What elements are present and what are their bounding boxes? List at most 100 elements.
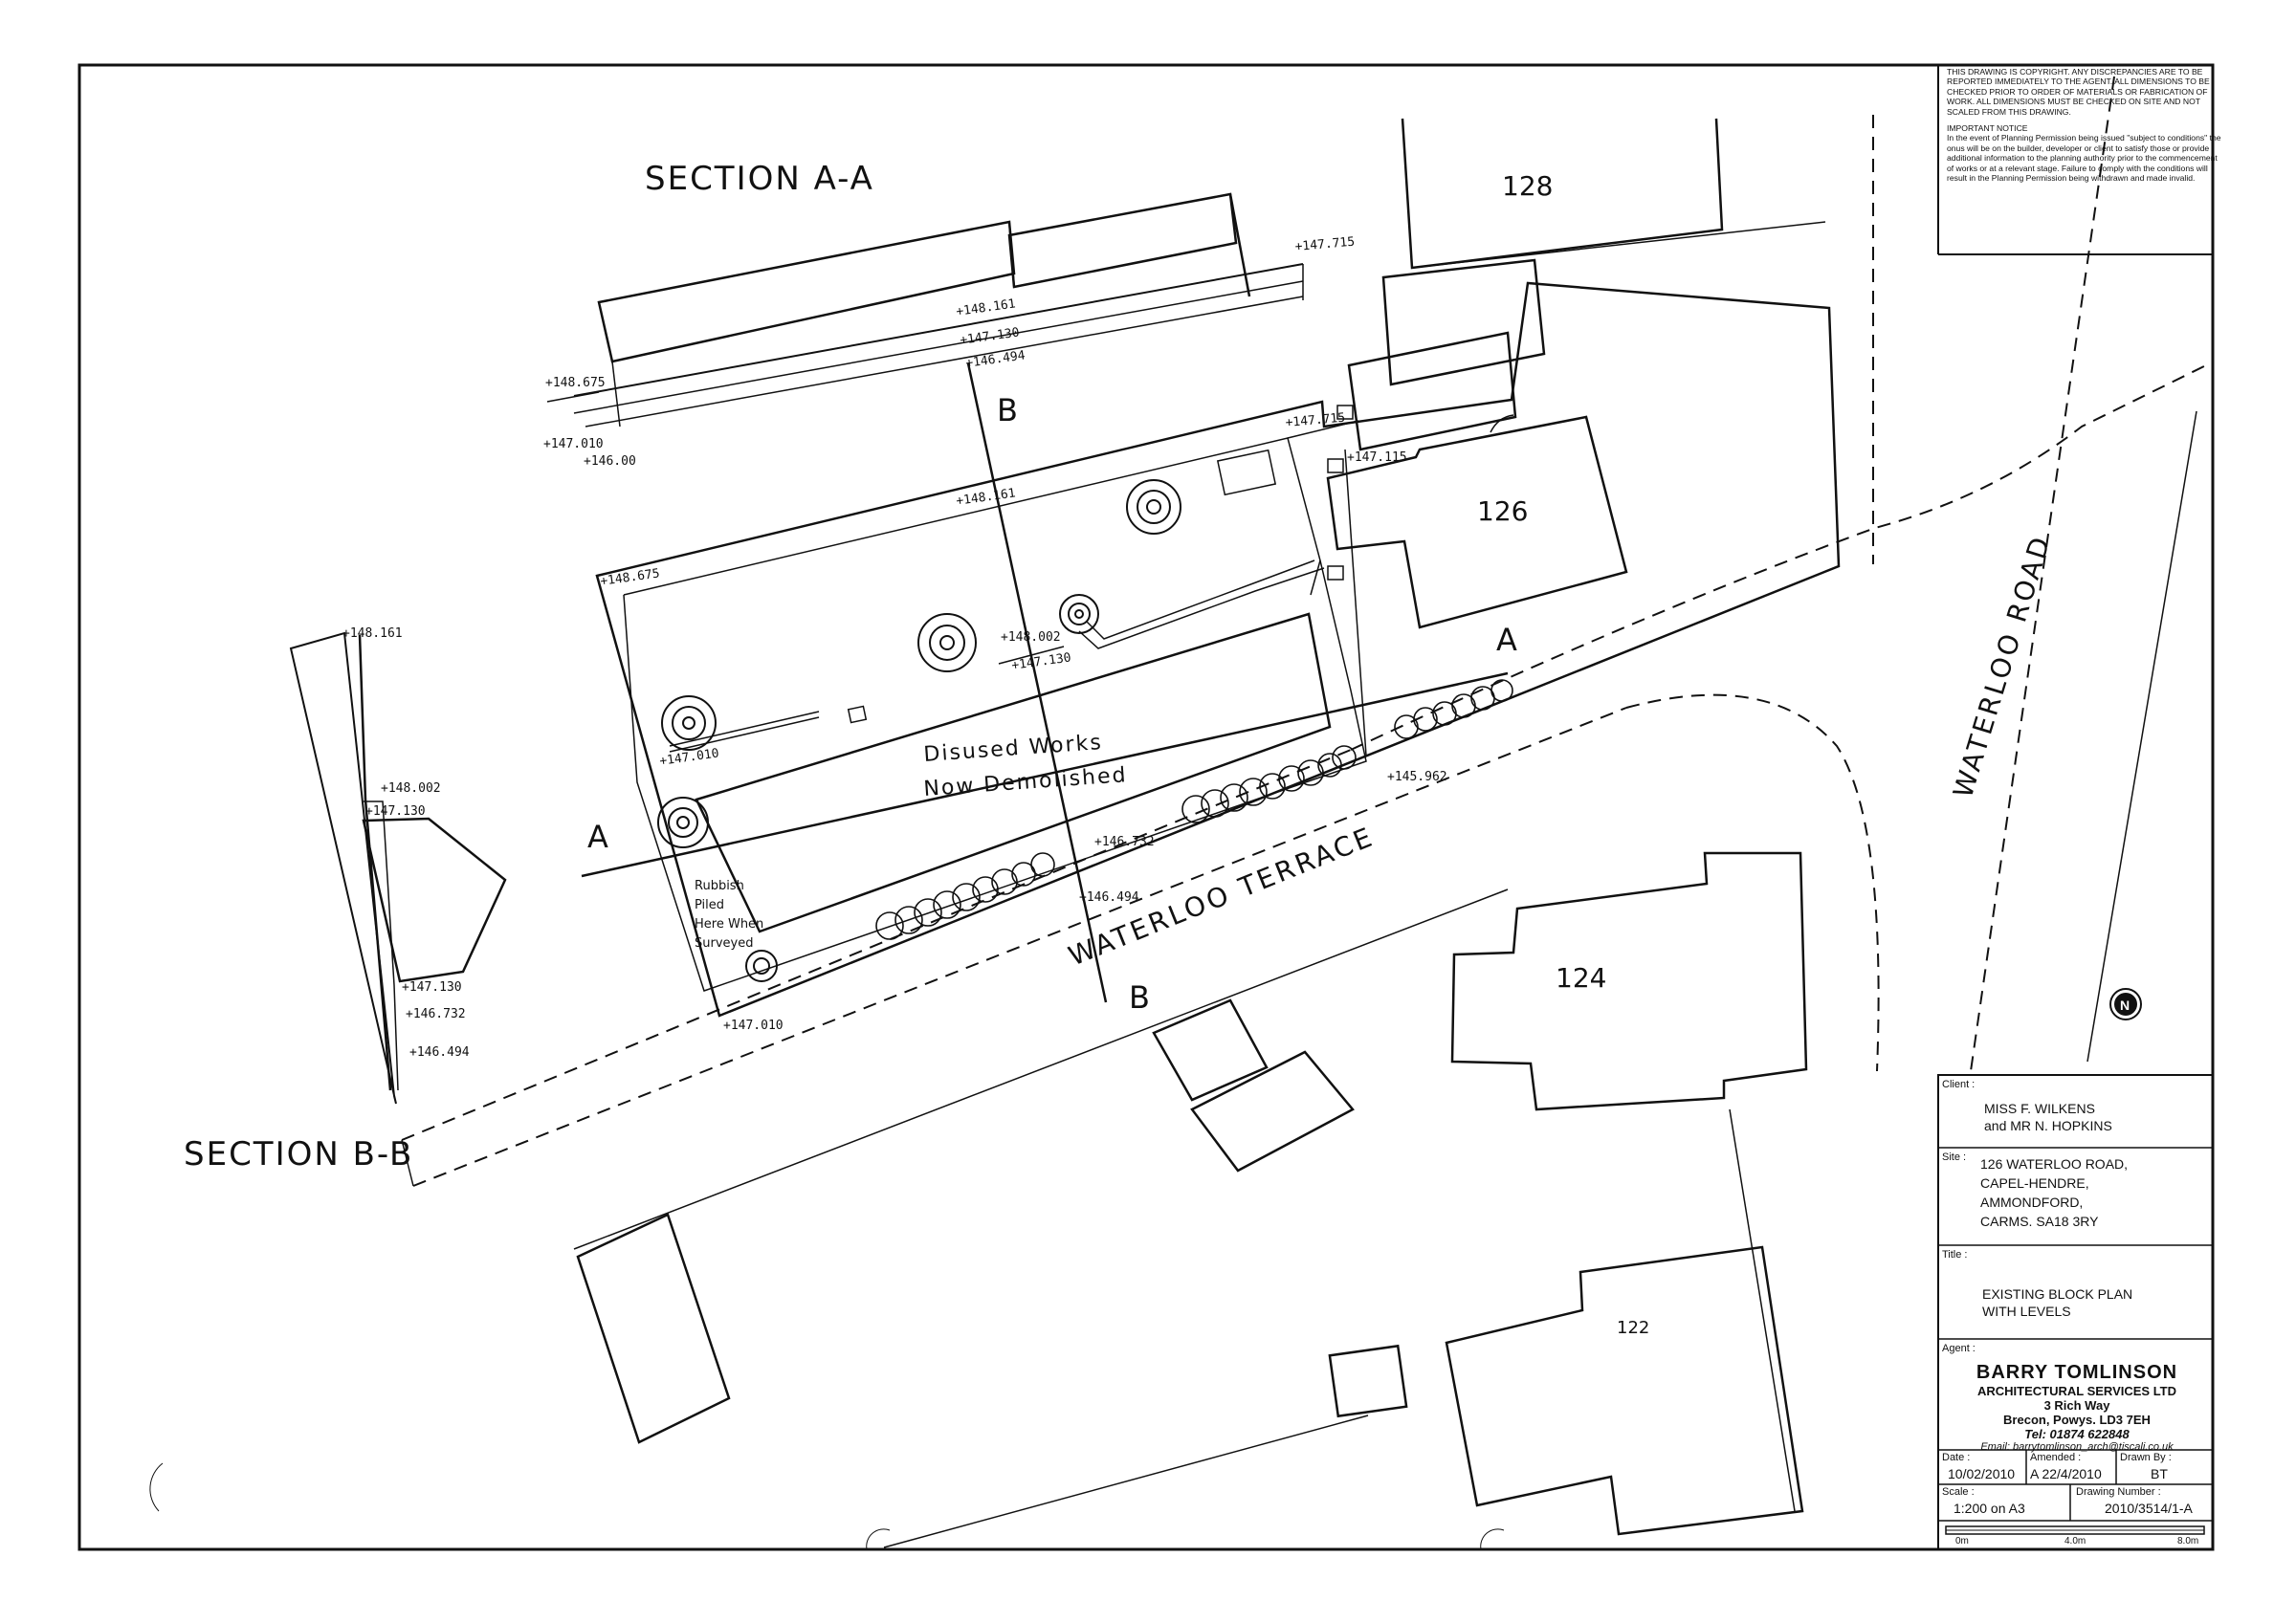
- plot-128-label: 128: [1502, 170, 1553, 202]
- section-b-b-label: SECTION B-B: [184, 1135, 413, 1173]
- site-boundary: [595, 281, 1841, 1018]
- client-line-2: and MR N. HOPKINS: [1984, 1118, 2112, 1133]
- plot-126-label: 126: [1477, 495, 1528, 527]
- section-line-a-a: [581, 671, 1509, 878]
- outbuilding-lower-left: [576, 1213, 731, 1444]
- amended-value: A 22/4/2010: [2030, 1466, 2102, 1481]
- section-a-a: SECTION A-A: [546, 160, 1304, 428]
- marker-b-top: B: [997, 392, 1018, 428]
- agent-name: BARRY TOMLINSON: [1976, 1362, 2178, 1383]
- waterloo-road-edge-west: [1625, 693, 1880, 1072]
- section-a-a-label: SECTION A-A: [645, 160, 874, 198]
- marker-a-left: A: [587, 819, 608, 855]
- section-line-b-b: [966, 362, 1108, 1003]
- level-148161-plan: +148.161: [955, 486, 1016, 509]
- level-148675-sec: +148.675: [545, 376, 606, 390]
- copyright-text: This drawing is copyright. Any discrepan…: [1947, 67, 2210, 117]
- level-147130-sec: +147.130: [959, 325, 1020, 348]
- north-arrow-letter: N: [2120, 998, 2130, 1013]
- drawing-border: [77, 63, 2215, 1551]
- waterloo-terrace-edge-upper: [401, 749, 1352, 1141]
- copyright-notice: This drawing is copyright. Any discrepan…: [1947, 67, 2224, 189]
- level-146494-plan: +146.494: [1079, 890, 1139, 905]
- waterloo-terrace-edge-lower: [412, 707, 1627, 1187]
- note-rubbish-4: Surveyed: [695, 936, 753, 951]
- building-122: [1445, 1245, 1804, 1536]
- drawing-number-label: Drawing Number :: [2076, 1486, 2161, 1498]
- trees: [657, 479, 1181, 982]
- title-line-2: WITH LEVELS: [1982, 1304, 2071, 1319]
- level-147715-mid: +147.715: [1285, 411, 1346, 430]
- important-notice-heading: IMPORTANT NOTICE: [1947, 123, 2028, 134]
- client-line-1: MISS F. WILKENS: [1984, 1101, 2095, 1116]
- important-notice-text: In the event of Planning Permission bein…: [1947, 133, 2221, 184]
- level-145962: +145.962: [1387, 770, 1447, 784]
- agent-block: BARRY TOMLINSON ARCHITECTURAL SERVICES L…: [1934, 1349, 2219, 1453]
- level-147715-top: +147.715: [1294, 235, 1356, 254]
- level-148161-sec: +148.161: [955, 296, 1016, 319]
- tree-3: [1059, 594, 1099, 634]
- site-line-2: CAPEL-HENDRE,: [1980, 1175, 2089, 1191]
- site-line-3: AMMONDFORD,: [1980, 1195, 2084, 1210]
- plot-122-label: 122: [1617, 1318, 1649, 1338]
- level-147010-bottom: +147.010: [723, 1019, 784, 1033]
- bb-level-148161: +148.161: [342, 626, 403, 641]
- date-value: 10/02/2010: [1948, 1466, 2016, 1481]
- section-b-b: SECTION B-B +148.161 +148.002 +147.130 +…: [184, 626, 507, 1173]
- tree-5: [657, 797, 709, 848]
- building-124: [1450, 851, 1808, 1111]
- north-arrow: N: [2109, 988, 2142, 1020]
- note-rubbish-3: Here When: [695, 917, 763, 932]
- scalebar-label-8: 8.0m: [2177, 1536, 2199, 1546]
- amended-label: Amended :: [2030, 1452, 2082, 1463]
- date-label: Date :: [1942, 1452, 1971, 1463]
- scale-value: 1:200 on A3: [1954, 1501, 2025, 1516]
- level-148675-plan: +148.675: [599, 566, 660, 589]
- note-rubbish-2: Piled: [695, 898, 724, 912]
- site-label: Site :: [1942, 1151, 1967, 1163]
- level-148002-plan: +148.002: [1001, 630, 1061, 645]
- drawn-by-label: Drawn By :: [2120, 1452, 2172, 1463]
- site-line-1: 126 WATERLOO ROAD,: [1980, 1156, 2129, 1172]
- bb-level-147130-top: +147.130: [365, 804, 426, 819]
- agent-email: Email: barrytomlinson_arch@tiscali.co.uk: [1980, 1441, 2174, 1453]
- waterloo-road-label: WATERLOO ROAD: [1947, 531, 2057, 801]
- tree-6: [745, 950, 778, 982]
- bb-level-146732: +146.732: [406, 1007, 466, 1021]
- title-block-frame: [1937, 65, 2214, 1550]
- agent-tel: Tel: 01874 622848: [2024, 1427, 2130, 1441]
- level-147010-sec: +147.010: [543, 437, 604, 451]
- plot-124-label: 124: [1556, 962, 1606, 994]
- tree-1: [1126, 479, 1181, 535]
- level-146494-sec: +146.494: [964, 348, 1026, 371]
- level-147115: +147.115: [1347, 450, 1407, 465]
- title-line-1: EXISTING BLOCK PLAN: [1982, 1286, 2133, 1302]
- agent-company: ARCHITECTURAL SERVICES LTD: [1976, 1384, 2176, 1398]
- scalebar-label-4: 4.0m: [2064, 1536, 2086, 1546]
- bb-level-146494: +146.494: [409, 1045, 470, 1060]
- building-128: [1401, 118, 1724, 270]
- agent-address-1: 3 Rich Way: [2043, 1398, 2110, 1413]
- site-line-4: CARMS. SA18 3RY: [1980, 1214, 2099, 1229]
- note-disused-works-1: Disused Works: [923, 731, 1104, 767]
- tree-2: [917, 613, 977, 672]
- north-arrow-circle: [2109, 988, 2142, 1020]
- level-147130-plan: +147.130: [1010, 650, 1071, 673]
- drawn-by-value: BT: [2151, 1466, 2168, 1481]
- disused-works-outline: [695, 612, 1332, 933]
- client-label: Client :: [1942, 1079, 1976, 1090]
- note-disused-works-2: Now Demolished: [923, 763, 1129, 801]
- note-rubbish-1: Rubbish: [695, 879, 744, 893]
- title-label: Title :: [1942, 1249, 1968, 1261]
- scale-label: Scale :: [1942, 1486, 1975, 1498]
- bb-level-148002: +148.002: [381, 781, 441, 796]
- scalebar-label-0: 0m: [1955, 1536, 1969, 1546]
- tree-4: [661, 695, 717, 751]
- agent-address-2: Brecon, Powys. LD3 7EH: [2003, 1413, 2151, 1427]
- drawing-number-value: 2010/3514/1-A: [2105, 1501, 2193, 1516]
- marker-b-bottom: B: [1129, 979, 1150, 1016]
- building-126: [1326, 415, 1628, 629]
- marker-a-right: A: [1496, 622, 1517, 658]
- level-146000-sec: +146.00: [584, 454, 636, 469]
